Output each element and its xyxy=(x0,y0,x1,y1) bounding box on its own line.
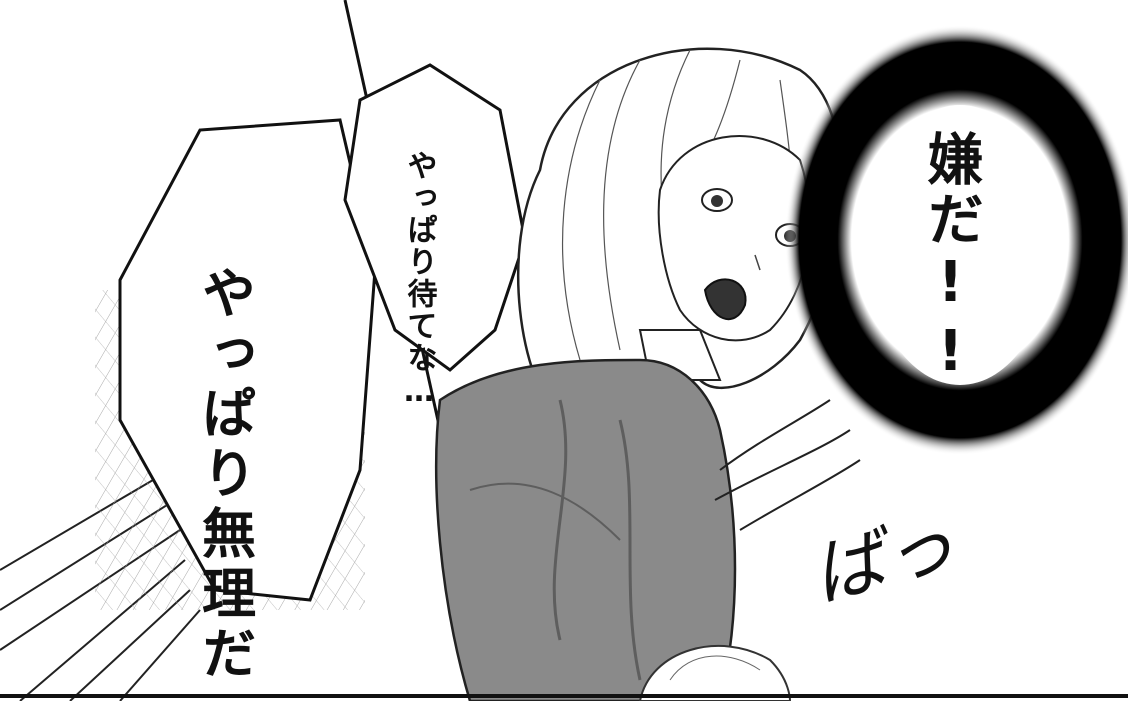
bubble-middle-text: やっぱり待てな… xyxy=(401,150,437,411)
speech-bubble-middle xyxy=(343,63,527,372)
character-sweater xyxy=(435,358,737,701)
open-mouth xyxy=(703,278,747,321)
speed-lines xyxy=(0,469,201,701)
burst-shout-text: 嫌だ!! xyxy=(918,130,983,388)
character-face xyxy=(657,135,811,342)
bubble-left-text: やっぱり無理だ xyxy=(192,265,256,685)
motion-lines xyxy=(714,399,861,531)
speech-bubble-left xyxy=(118,118,377,602)
